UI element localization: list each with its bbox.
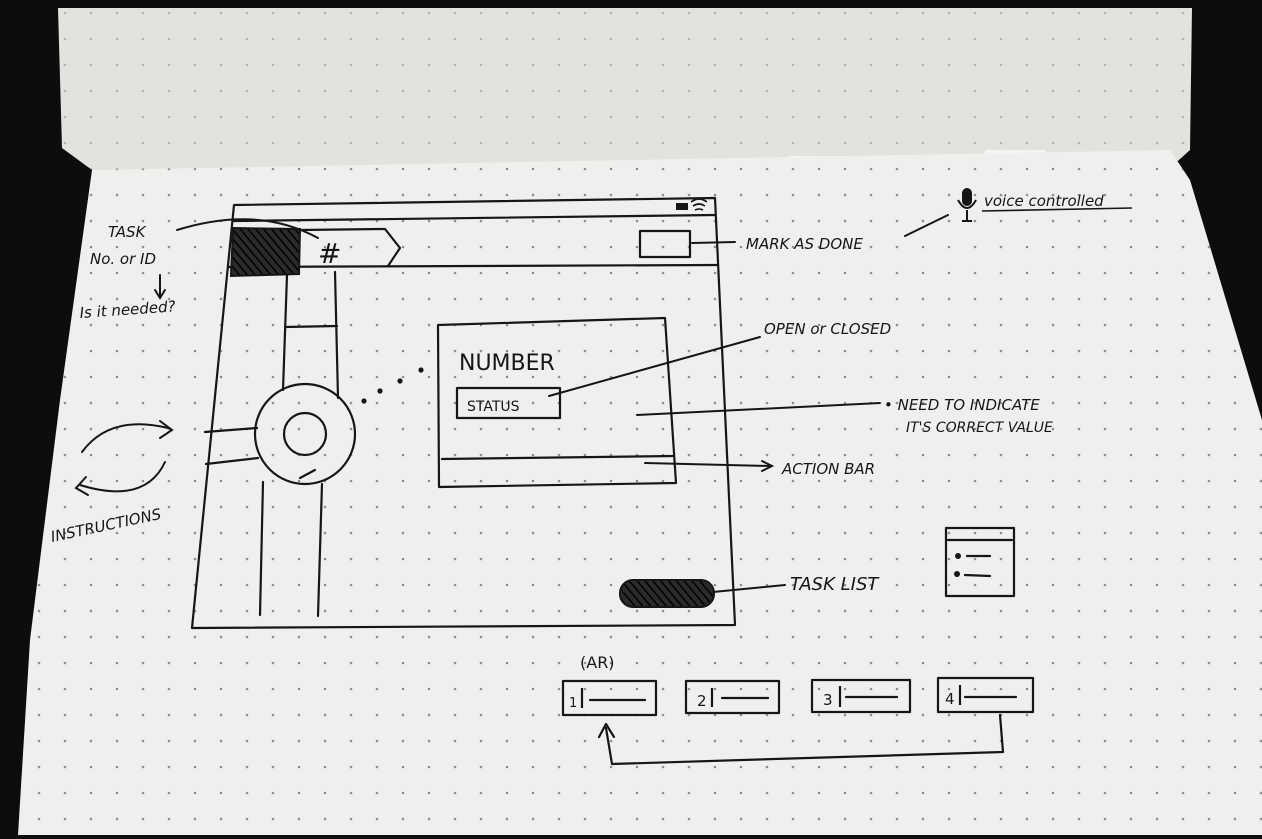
status-label: STATUS xyxy=(467,399,520,415)
task-list-label: TASK LIST xyxy=(790,574,880,595)
need-indicate-line2: IT'S CORRECT VALUE xyxy=(906,420,1053,436)
header-logo-block xyxy=(231,228,300,276)
ar-card-2-number: 2 xyxy=(697,692,707,710)
task-id-line2: No. or ID xyxy=(90,250,156,268)
task-list-button xyxy=(620,580,714,607)
header-tab-symbol: # xyxy=(318,237,341,270)
action-bar-label: ACTION BAR xyxy=(781,460,875,478)
open-or-closed-label: OPEN or CLOSED xyxy=(764,320,891,338)
ar-card-4-number: 4 xyxy=(945,690,955,708)
ar-label: (AR) xyxy=(580,653,615,672)
card-number-label: NUMBER xyxy=(459,351,555,376)
ar-card-1-number: 1 xyxy=(569,696,577,711)
voice-controlled-label: voice controlled xyxy=(984,192,1104,210)
need-indicate-line1: • NEED TO INDICATE xyxy=(884,396,1040,414)
mark-as-done-label: MARK AS DONE xyxy=(746,235,863,253)
ar-card-3-number: 3 xyxy=(823,691,833,709)
task-id-line1: TASK xyxy=(108,223,147,241)
list-menu-icon xyxy=(955,553,961,559)
